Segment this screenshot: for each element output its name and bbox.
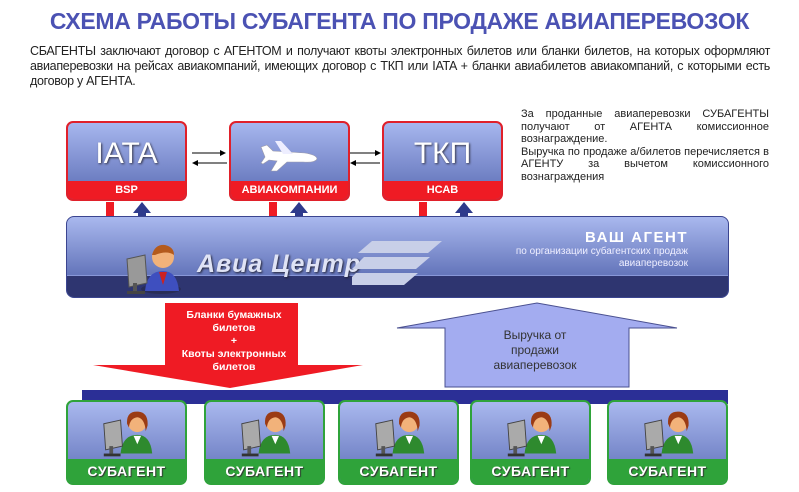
agent-person-icon	[126, 244, 181, 294]
agent-bar: Авиа Центр ВАШ АГЕНТ по организации суба…	[66, 216, 729, 298]
up-arrow-text: Выручка от продажи авиаперевозок	[470, 328, 600, 373]
subagent-box: СУБАГЕНТ	[204, 400, 325, 485]
note-line: За проданные авиаперевозки СУБАГЕНТЫ пол…	[521, 108, 769, 145]
ncab-label: НСАВ	[384, 181, 501, 199]
subagent-box: СУБАГЕНТ	[607, 400, 728, 485]
intro-text: СБАГЕНТЫ заключают договор с АГЕНТОМ и п…	[30, 44, 770, 88]
airplane-icon	[260, 141, 318, 172]
subagent-person-icon	[241, 411, 291, 457]
logo-stripes	[352, 241, 442, 285]
subagent-person-icon	[375, 411, 425, 457]
subagent-person-icon	[507, 411, 557, 457]
arrow-text-line: Выручка от	[503, 328, 567, 342]
arrow-text-line: авиаперевозок	[493, 358, 577, 372]
big-up-arrow	[396, 302, 678, 388]
page-title: СХЕМА РАБОТЫ СУБАГЕНТА ПО ПРОДАЖЕ АВИАПЕ…	[49, 8, 750, 34]
subagent-box: СУБАГЕНТ	[66, 400, 187, 485]
airlines-box: АВИАКОМПАНИИ	[229, 121, 350, 201]
agent-subtitle: по организации субагентских продаж авиап…	[516, 246, 688, 270]
airlines-label: АВИАКОМПАНИИ	[231, 181, 348, 199]
tkp-title: ТКП	[413, 137, 472, 170]
big-down-arrow	[93, 303, 363, 388]
subagent-label: СУБАГЕНТ	[340, 459, 457, 483]
agent-title: ВАШ АГЕНТ	[585, 229, 688, 246]
subagent-label: СУБАГЕНТ	[609, 459, 726, 483]
commission-note: За проданные авиаперевозки СУБАГЕНТЫ пол…	[521, 108, 769, 183]
note-line: Выручка по продаже а/билетов перечисляет…	[521, 145, 769, 183]
agent-subtitle-line: по организации субагентских продаж	[515, 246, 688, 257]
tkp-box: ТКП НСАВ	[382, 121, 503, 201]
arrow-text-line: билетов	[212, 361, 256, 373]
subagent-label: СУБАГЕНТ	[472, 459, 589, 483]
down-arrow-text: Бланки бумажных билетов + Квоты электрон…	[170, 309, 298, 374]
subagent-person-icon	[103, 411, 153, 457]
subagent-person-icon	[644, 411, 694, 457]
agent-subtitle-line: авиаперевозок	[618, 258, 688, 269]
bsp-label: BSP	[68, 181, 185, 199]
subagent-label: СУБАГЕНТ	[68, 459, 185, 483]
subagent-label: СУБАГЕНТ	[206, 459, 323, 483]
avia-center-logo: Авиа Центр	[197, 250, 362, 278]
iata-title: IATA	[95, 137, 158, 170]
arrow-text-line: Бланки бумажных	[186, 309, 282, 321]
subagent-box: СУБАГЕНТ	[470, 400, 591, 485]
arrow-text-line: продажи	[511, 343, 559, 357]
arrow-text-line: Квоты электронных	[181, 348, 287, 360]
arrow-text-line: +	[230, 335, 238, 347]
connector-arrows	[192, 150, 381, 166]
arrow-text-line: билетов	[212, 322, 256, 334]
subagent-box: СУБАГЕНТ	[338, 400, 459, 485]
iata-box: IATA BSP	[66, 121, 187, 201]
